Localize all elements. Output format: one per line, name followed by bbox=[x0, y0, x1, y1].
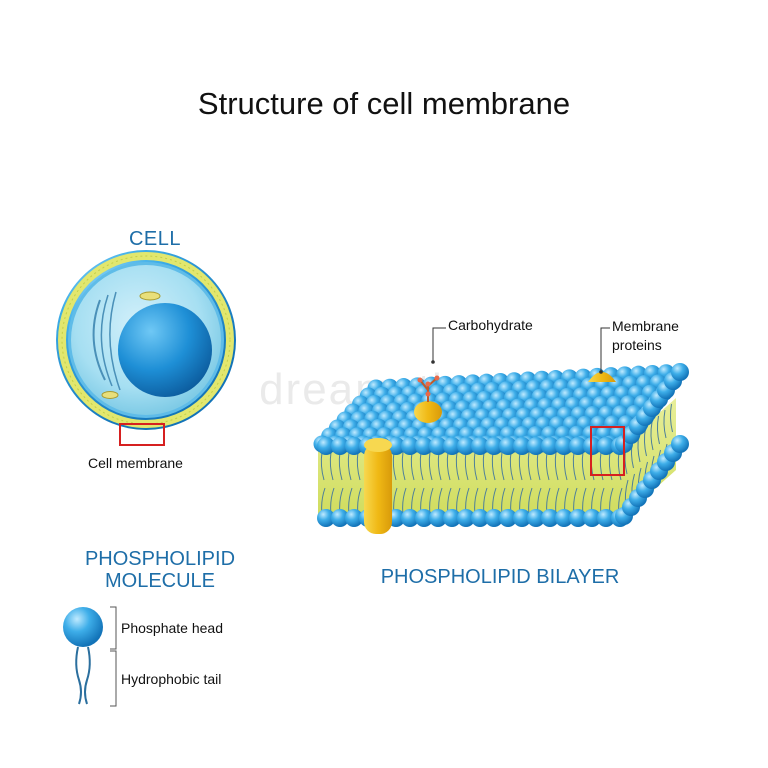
phospholipid-head bbox=[415, 437, 433, 455]
carbohydrate-chain bbox=[417, 375, 440, 402]
phospholipid-head bbox=[541, 437, 559, 455]
phospholipid-head bbox=[457, 437, 475, 455]
phospholipid-molecule-heading: PHOSPHOLIPID MOLECULE bbox=[84, 548, 236, 592]
lipid-tail bbox=[572, 451, 577, 481]
lipid-tail bbox=[482, 451, 487, 481]
phospholipid-head bbox=[401, 509, 419, 527]
phosphate-head-icon bbox=[63, 607, 103, 647]
lipid-tail bbox=[446, 451, 451, 481]
lipid-tail bbox=[669, 403, 673, 433]
phospholipid-head bbox=[485, 509, 503, 527]
lipid-tail bbox=[656, 415, 660, 445]
transmembrane-protein bbox=[364, 444, 392, 534]
phospholipid-head bbox=[485, 437, 503, 455]
phospholipid-head bbox=[597, 437, 615, 455]
phospholipid-head bbox=[429, 437, 447, 455]
endoplasmic-reticulum bbox=[92, 299, 106, 381]
carbohydrate-leader-line bbox=[432, 327, 446, 362]
phospholipid-head bbox=[513, 437, 531, 455]
lipid-tail bbox=[599, 451, 604, 481]
phospholipid-head bbox=[671, 435, 689, 453]
lipid-tail bbox=[402, 487, 407, 515]
phospholipid-head bbox=[415, 509, 433, 527]
phospholipid-head bbox=[583, 509, 601, 527]
phospholipid-head bbox=[331, 437, 349, 455]
lipid-tail bbox=[650, 421, 654, 451]
lipid-tail bbox=[401, 451, 406, 481]
mitochondrion-icon bbox=[101, 391, 119, 399]
phospholipid-head bbox=[331, 509, 349, 527]
lipid-tail bbox=[347, 451, 352, 481]
membrane-protein bbox=[588, 372, 616, 382]
phospholipid-head bbox=[527, 509, 545, 527]
phospholipid-head bbox=[345, 437, 363, 455]
cell-heading: CELL bbox=[128, 228, 182, 250]
phospholipid-head bbox=[429, 509, 447, 527]
phospholipid-head bbox=[471, 509, 489, 527]
phospholipid-head bbox=[597, 509, 615, 527]
phospholipid-head bbox=[499, 509, 517, 527]
lipid-tail bbox=[455, 451, 460, 481]
lipid-tail bbox=[428, 451, 433, 481]
phospholipid-head bbox=[457, 509, 475, 527]
phospholipid-head bbox=[471, 437, 489, 455]
bilayer-highlight-box bbox=[590, 426, 625, 476]
lipid-tail bbox=[528, 487, 533, 515]
phospholipid-head bbox=[569, 437, 587, 455]
phospholipid-head bbox=[527, 437, 545, 455]
phospholipid-head bbox=[345, 509, 363, 527]
phospholipid-head bbox=[443, 437, 461, 455]
lipid-tail bbox=[320, 451, 325, 481]
tail-bracket bbox=[110, 650, 117, 707]
phospholipid-head bbox=[401, 437, 419, 455]
carbohydrate-label: Carbohydrate bbox=[448, 317, 533, 333]
phospholipid-head bbox=[317, 509, 335, 527]
lipid-tail bbox=[500, 451, 505, 481]
membrane-highlight-box bbox=[119, 423, 165, 446]
phosphate-head-label: Phosphate head bbox=[121, 620, 223, 636]
lipid-tail bbox=[581, 451, 586, 481]
tail-left bbox=[75, 646, 82, 705]
lipid-tail bbox=[527, 451, 532, 481]
nucleus bbox=[118, 303, 212, 397]
phospholipid-head bbox=[555, 509, 573, 527]
lipid-tail bbox=[608, 451, 613, 481]
protein-leader-line bbox=[600, 327, 610, 372]
phospholipid-head bbox=[513, 509, 531, 527]
phospholipid-head bbox=[671, 363, 689, 381]
lipid-tail bbox=[473, 451, 478, 481]
phospholipid-head bbox=[443, 509, 461, 527]
phospholipid-molecule bbox=[63, 606, 117, 707]
lipid-tail bbox=[554, 451, 559, 481]
hydrophobic-tail-label: Hydrophobic tail bbox=[121, 671, 222, 687]
membrane-proteins-label: Membrane proteins bbox=[612, 318, 679, 353]
hydrophobic-tail-band bbox=[318, 398, 676, 520]
lipid-tail bbox=[356, 451, 361, 481]
cell-membrane-label: Cell membrane bbox=[88, 455, 183, 471]
glycoprotein bbox=[414, 401, 442, 423]
mitochondrion-icon bbox=[139, 291, 161, 301]
phospholipid-head bbox=[499, 437, 517, 455]
phospholipid-head bbox=[555, 437, 573, 455]
phospholipid-head bbox=[317, 437, 335, 455]
phospholipid-bilayer-heading: PHOSPHOLIPID BILAYER bbox=[380, 566, 620, 588]
lipid-tail bbox=[663, 409, 667, 439]
tail-right bbox=[84, 646, 91, 705]
phospholipid-head bbox=[569, 509, 587, 527]
cell-illustration bbox=[56, 250, 236, 446]
phospholipid-bilayer bbox=[313, 327, 689, 534]
phospholipid-head bbox=[387, 437, 405, 455]
head-bracket bbox=[110, 606, 117, 650]
phospholipid-head bbox=[541, 509, 559, 527]
page-title: Structure of cell membrane bbox=[197, 86, 571, 121]
lipid-tail bbox=[329, 451, 334, 481]
